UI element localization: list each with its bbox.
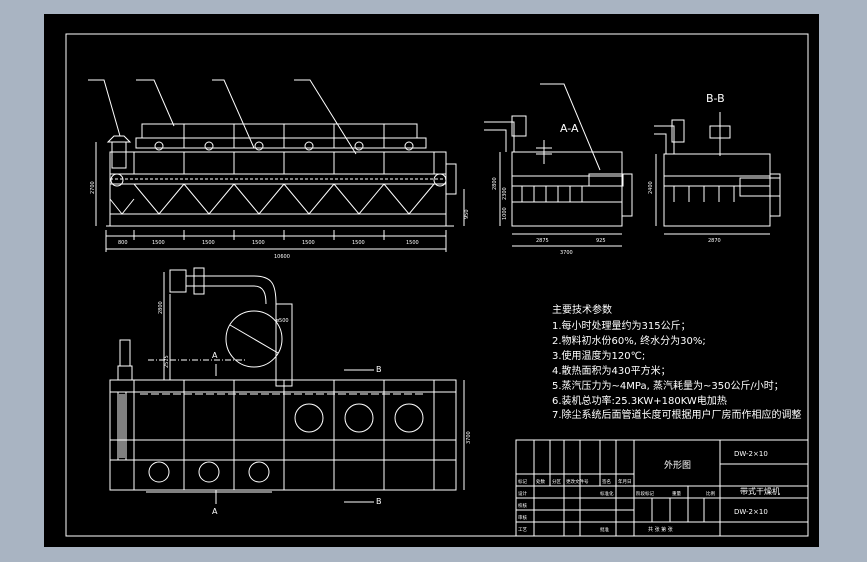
tb-count: 处数 <box>536 478 545 485</box>
tb-date: 年月日 <box>618 478 632 485</box>
spec-item-3: 3.使用温度为120℃; <box>552 349 645 362</box>
tb-change-doc: 更改文件号 <box>566 478 589 485</box>
front-total-dim: 10600 <box>274 254 290 260</box>
tb-scale: 比例 <box>706 490 715 497</box>
section-mark-a-top: A <box>212 351 218 360</box>
spec-item-2: 2.物料初水份60%, 终水分为30%; <box>552 334 706 347</box>
spec-item-1: 1.每小时处理量约为315公斤； <box>552 319 691 332</box>
tb-sheet: 共 张 第 张 <box>648 526 673 533</box>
tb-design: 设计 <box>518 490 527 497</box>
front-right-dim: 950 <box>464 209 470 219</box>
outer-frame <box>65 33 809 537</box>
spec-item-7: 7.除尘系统后面管道长度可根据用户厂房而作相应的调整 <box>552 408 802 421</box>
cad-drawing: 800 1500 1500 1500 1500 1500 1500 10600 … <box>65 33 809 537</box>
tb-stage: 阶段标记 <box>636 490 654 497</box>
top-dim-1: 2800 <box>158 301 164 314</box>
section-mark-b-top: B <box>376 365 382 374</box>
bb-dim: 2870 <box>708 238 721 244</box>
front-dim-4: 1500 <box>252 240 265 246</box>
pipe-dim: ø500 <box>276 318 289 324</box>
bb-height-dim: 2400 <box>648 181 654 194</box>
front-dim-7: 1500 <box>406 240 419 246</box>
section-bb-label: B-B <box>706 92 725 105</box>
drawing-name: 外形图 <box>664 459 691 471</box>
front-dim-2: 1500 <box>152 240 165 246</box>
front-dim-3: 1500 <box>202 240 215 246</box>
tb-weight: 重量 <box>672 490 681 497</box>
front-dim-5: 1500 <box>302 240 315 246</box>
aa-dim-1: 2875 <box>536 238 549 244</box>
tb-process: 工艺 <box>518 527 527 533</box>
specs-title: 主要技术参数 <box>552 303 612 316</box>
spec-item-5: 5.蒸汽压力为~4MPa, 蒸汽耗量为~350公斤/小时； <box>552 379 784 392</box>
top-dim-3: 3700 <box>466 431 472 444</box>
tb-check: 校核 <box>518 502 527 509</box>
tb-mark: 标记 <box>518 478 527 485</box>
top-dim-2: 2575 <box>164 355 170 368</box>
aa-dim-2: 925 <box>596 238 606 244</box>
tb-approve: 批准 <box>600 526 609 533</box>
product-name: 带式干燥机 <box>740 486 780 496</box>
code-top: DW-2×10 <box>734 450 768 458</box>
front-dim-1: 800 <box>118 240 128 246</box>
section-mark-a-bottom: A <box>212 507 218 516</box>
front-dim-6: 1500 <box>352 240 365 246</box>
spec-item-4: 4.散热面积为430平方米； <box>552 364 671 377</box>
aa-height-1: 2800 <box>492 177 498 190</box>
tb-standard: 标准化 <box>600 490 614 497</box>
spec-item-6: 6.装机总功率:25.3KW+180KW电加热 <box>552 394 727 407</box>
drawing-viewport[interactable]: 800 1500 1500 1500 1500 1500 1500 10600 … <box>44 14 819 547</box>
tb-review: 审核 <box>518 514 527 521</box>
tb-zone: 分区 <box>552 478 561 485</box>
aa-height-3: 1000 <box>502 207 508 220</box>
section-aa-label: A-A <box>560 122 579 135</box>
section-mark-b-bottom: B <box>376 497 382 506</box>
section-aa-view <box>484 83 633 247</box>
technical-specs: 主要技术参数 1.每小时处理量约为315公斤； 2.物料初水份60%, 终水分为… <box>552 303 802 421</box>
tb-sign: 签名 <box>602 478 611 485</box>
code-bottom: DW-2×10 <box>734 508 768 516</box>
front-view <box>88 79 465 252</box>
front-height-dim: 2700 <box>90 181 96 194</box>
frame-border <box>65 33 809 537</box>
title-block <box>515 439 809 537</box>
section-bb-view <box>654 112 781 235</box>
top-view <box>109 267 465 504</box>
aa-total-dim: 3700 <box>560 250 573 256</box>
aa-height-2: 2300 <box>502 187 508 200</box>
